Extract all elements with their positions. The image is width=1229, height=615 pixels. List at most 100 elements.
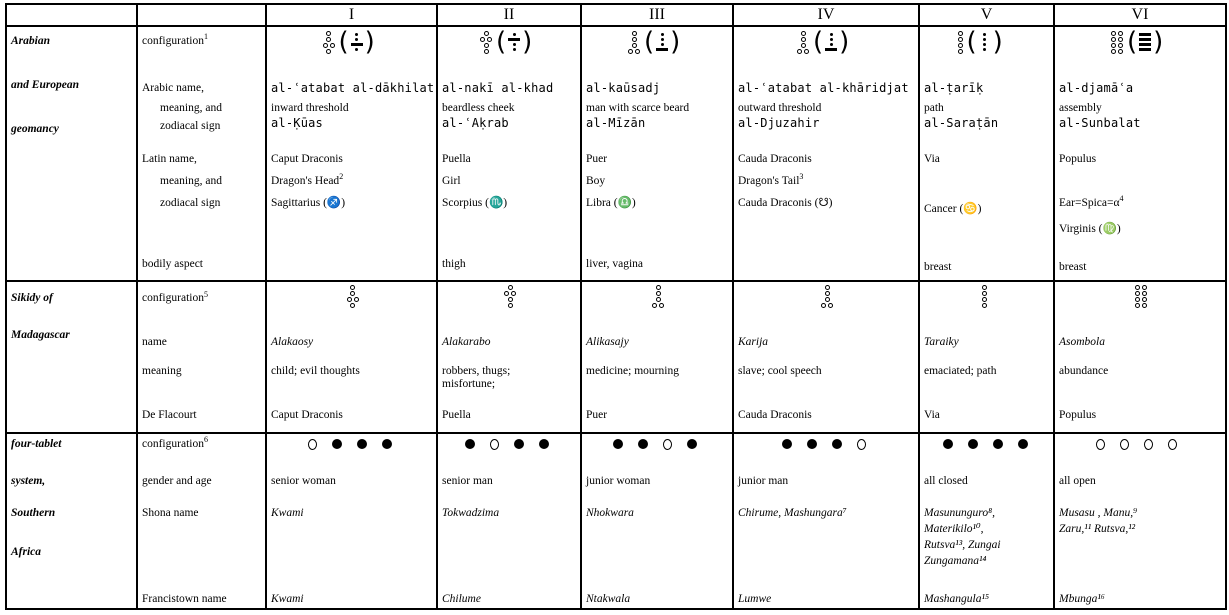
bar-dot <box>660 33 664 37</box>
dot-row <box>1135 302 1147 308</box>
flacourt-name: Puer <box>586 409 608 422</box>
dot-row <box>1135 284 1147 290</box>
dot <box>350 302 355 308</box>
dot-row <box>504 290 516 296</box>
flacourt-name: Cauda Draconis <box>738 409 812 422</box>
sikidy-figure <box>821 284 833 308</box>
region-line: Southern <box>11 506 56 519</box>
sikidy-meaning: emaciated; path <box>924 365 997 378</box>
dot <box>1135 290 1140 296</box>
tablet-open <box>1096 438 1105 450</box>
region-line: Sikidy of <box>11 292 53 305</box>
francistown-name: Lumwe <box>738 592 772 605</box>
dot <box>504 290 509 296</box>
zodiac-sign-text: Cancer (♋) <box>924 203 982 216</box>
dot <box>1111 48 1116 54</box>
arabic-name: al-djamāʿa <box>1059 81 1134 96</box>
bar-dot <box>660 38 664 42</box>
dot-row <box>326 30 331 36</box>
label-latin: Latin name, <box>142 153 197 166</box>
tablet-open <box>1168 438 1177 450</box>
dot-row <box>631 42 637 48</box>
latin-meaning-text: Boy <box>586 175 606 188</box>
dot-row <box>1111 30 1123 36</box>
bar-dot <box>983 33 987 37</box>
arabic-meaning: path <box>924 102 944 115</box>
dot-row <box>628 48 640 54</box>
dot-row <box>800 42 806 48</box>
label-flacourt: De Flacourt <box>142 409 197 422</box>
dot <box>635 48 640 54</box>
dot <box>350 290 355 296</box>
arabic-name: al-kaūsadj <box>586 81 661 96</box>
label-configuration: configuration6 <box>142 434 208 450</box>
sikidy-meaning: medicine; mourning <box>586 365 679 378</box>
dot-row <box>350 290 355 296</box>
tablet-open <box>1120 438 1129 450</box>
tablet-closed <box>832 438 842 449</box>
footnote: 4 <box>1119 194 1124 204</box>
dot-figure <box>628 30 640 54</box>
latin-meaning-text: Dragon's Tail <box>738 175 800 188</box>
arabic-sign: al-ʿAḳrab <box>442 116 509 131</box>
arabic-name: al-nakī al-khad <box>442 81 554 96</box>
comparison-table: I II III IV V VI Arabian and European ge… <box>5 2 1227 611</box>
dot <box>1135 296 1140 302</box>
region-line: four-tablet <box>11 437 62 450</box>
dot-row <box>981 296 987 302</box>
dot <box>957 36 963 42</box>
section-four-tablet: four-tablet system, Southern Africa conf… <box>5 431 1227 611</box>
dot <box>631 42 637 48</box>
bar-dot <box>829 38 833 42</box>
column-header-1: I <box>265 2 438 28</box>
dot-row <box>1111 36 1123 42</box>
label-latin: zodiacal sign <box>160 197 221 210</box>
bar-dot <box>512 48 516 52</box>
label-shona: Shona name <box>142 506 199 519</box>
dot-row <box>350 302 355 308</box>
tablet-closed <box>539 438 549 449</box>
dot-row <box>824 296 830 302</box>
arabic-meaning: man with scarce beard <box>586 102 690 115</box>
paren-close: ) <box>670 27 681 58</box>
bar-line <box>1139 33 1152 37</box>
gender-age: all closed <box>924 474 968 487</box>
dot-row <box>800 30 806 36</box>
flacourt-name: Caput Draconis <box>271 409 343 422</box>
bodily-aspect: thigh <box>442 258 466 271</box>
dot <box>800 30 806 36</box>
arabic-sign: al-Mīzān <box>586 116 646 131</box>
tablet-closed <box>638 438 648 449</box>
dot-row <box>322 42 335 48</box>
dot <box>507 302 513 308</box>
bar-dot <box>983 38 987 42</box>
dot <box>628 48 633 54</box>
flacourt-name: Via <box>924 409 940 422</box>
francistown-name: Mbunga¹⁶ <box>1059 592 1105 605</box>
dot <box>1142 302 1147 308</box>
label-francistown: Francistown name <box>142 592 227 605</box>
arabic-figure: () <box>957 29 1003 55</box>
bar-figure <box>978 32 992 52</box>
latin-meaning-text: Dragon's Head <box>271 175 340 188</box>
latin-meaning: Dragon's Head2 <box>271 173 343 188</box>
bar-line <box>350 43 363 47</box>
dot <box>824 284 830 290</box>
shona-name: Kwami <box>271 506 304 519</box>
arabic-name: al-ʿatabat al-dākhilat <box>271 81 435 96</box>
sikidy-name: Alikasajy <box>586 336 629 349</box>
tablet-figure <box>307 438 392 450</box>
dot <box>1111 30 1116 36</box>
francistown-name: Ntakwala <box>586 592 631 605</box>
arabic-sign: al-Sunbalat <box>1059 116 1141 131</box>
bar-line <box>656 48 669 52</box>
